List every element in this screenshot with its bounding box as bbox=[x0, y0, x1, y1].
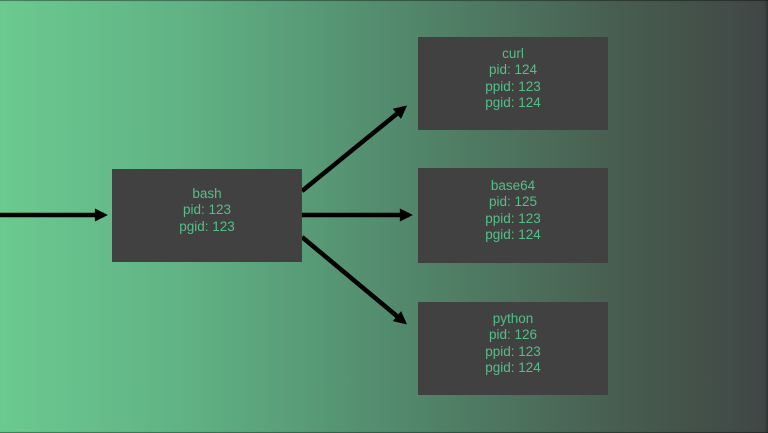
process-ppid: ppid: 123 bbox=[485, 343, 541, 359]
process-pid: pid: 123 bbox=[182, 202, 232, 218]
process-node-python: python pid: 126 ppid: 123 pgid: 124 bbox=[418, 302, 608, 395]
process-pid: pid: 124 bbox=[488, 62, 538, 77]
process-pgid: pgid: 124 bbox=[485, 227, 541, 242]
process-node-base64: base64 pid: 125 ppid: 123 pgid: 124 bbox=[418, 168, 608, 263]
process-name: base64 bbox=[490, 177, 536, 193]
process-node-curl: curl pid: 124 ppid: 123 pgid: 124 bbox=[418, 37, 608, 130]
process-pid: pid: 126 bbox=[488, 327, 538, 342]
process-pgid: pgid: 124 bbox=[485, 360, 541, 375]
arrow-bash-to-python bbox=[300, 235, 408, 325]
process-pid: pid: 125 bbox=[488, 194, 538, 209]
process-node-bash: bash pid: 123 pgid: 123 bbox=[112, 169, 302, 262]
process-pgid: pgid: 123 bbox=[179, 218, 235, 234]
process-pgid: pgid: 124 bbox=[485, 95, 541, 110]
arrow-bash-to-curl bbox=[300, 105, 408, 193]
process-name: curl bbox=[502, 45, 524, 61]
process-ppid: ppid: 123 bbox=[485, 78, 541, 94]
process-name: python bbox=[492, 310, 534, 326]
process-name: bash bbox=[192, 185, 222, 201]
process-ppid: ppid: 123 bbox=[485, 210, 541, 226]
